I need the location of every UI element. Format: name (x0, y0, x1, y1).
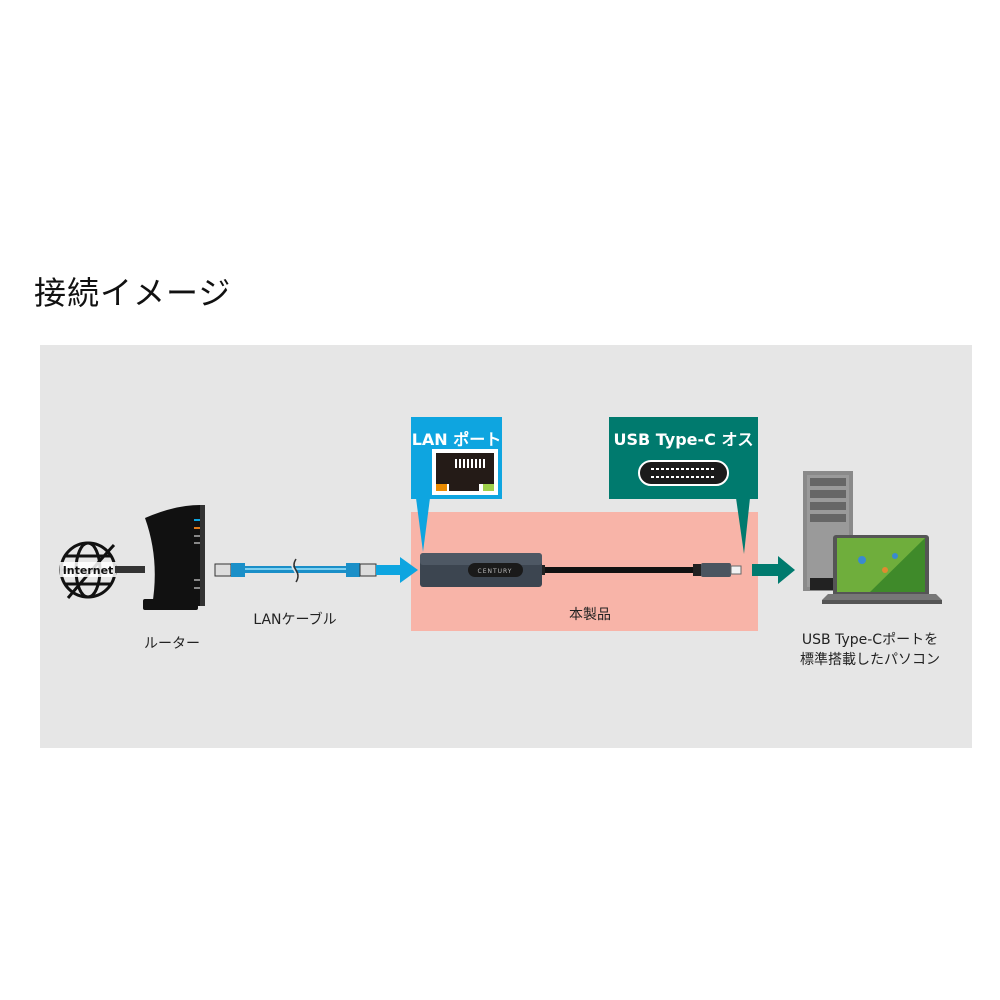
page-title: 接続イメージ (34, 274, 232, 312)
lan-port-callout: LAN ポート (411, 417, 502, 499)
lan-callout-tail (416, 498, 430, 552)
router-label: ルーター (144, 636, 200, 652)
rj45-port-icon (432, 449, 498, 495)
lan-adapter: CENTURY (420, 553, 742, 587)
pc-label-line1: USB Type-Cポートを (801, 632, 939, 648)
usb-callout-tail (736, 498, 750, 554)
usb-type-c-callout-label: USB Type-C オス (613, 430, 754, 449)
pc-label-line2: 標準搭載したパソコン (800, 652, 940, 668)
internet-cable (115, 566, 145, 573)
pc-label: USB Type-Cポートを 標準搭載したパソコン (780, 630, 960, 670)
globe-label: Internet (63, 564, 114, 577)
adapter-brand: CENTURY (478, 568, 513, 575)
computer-icon (803, 471, 942, 604)
lan-cable-label: LANケーブル (253, 612, 337, 628)
usb-type-c-callout: USB Type-C オス (609, 417, 758, 499)
lan-arrow (376, 557, 418, 583)
usb-arrow (752, 556, 795, 584)
router-icon (143, 505, 205, 610)
lan-port-callout-label: LAN ポート (411, 430, 502, 449)
usb-c-port-icon (638, 460, 729, 486)
lan-cable-icon (214, 558, 377, 583)
product-label: 本製品 (569, 607, 611, 623)
